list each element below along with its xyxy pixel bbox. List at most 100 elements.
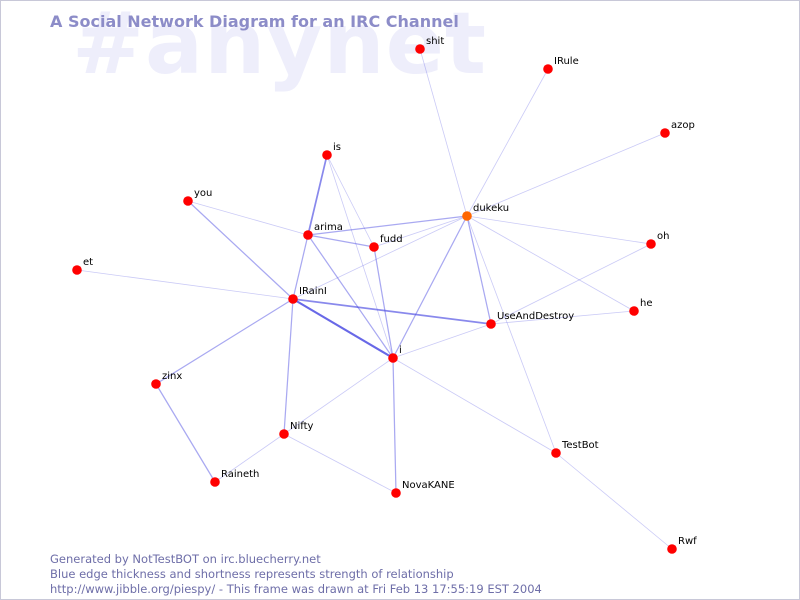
node-label-Raineth: Raineth [221,469,259,480]
edge-layer [76,48,673,550]
edge-IRule-dukeku [466,68,549,217]
footer-link-timestamp: http://www.jibble.org/piespy/ - This fra… [50,582,542,596]
node-dukeku: dukeku [462,203,509,221]
node-label-zinx: zinx [162,371,182,382]
edge-azop-dukeku [466,132,666,217]
edge-i-TestBot [392,357,557,454]
node-dot-zinx [151,379,161,389]
node-TestBot: TestBot [551,440,599,458]
node-dot-TestBot [551,448,561,458]
node-label-shit: shit [426,36,444,47]
node-label-fudd: fudd [380,234,403,245]
edge-UseAndDestroy-he [490,310,635,325]
edge-i-UseAndDestroy [392,323,492,359]
edge-you-IRainI [187,200,294,300]
node-IRainI: IRainI [288,286,327,304]
node-label-Rwf: Rwf [678,536,697,547]
node-label-i: i [399,345,402,356]
edge-dukeku-fudd [373,215,468,248]
node-dot-azop [660,128,670,138]
node-fudd: fudd [369,234,403,252]
edge-et-IRainI [76,269,294,300]
edge-dukeku-UseAndDestroy [466,215,492,325]
edge-you-arima [187,200,309,236]
edge-dukeku-TestBot [466,215,557,454]
node-label-oh: oh [657,231,669,242]
edge-arima-fudd [307,234,375,248]
edge-IRainI-UseAndDestroy [292,298,492,325]
node-UseAndDestroy: UseAndDestroy [486,311,574,329]
node-dot-he [629,306,639,316]
node-Nifty: Nifty [279,421,314,439]
node-label-et: et [83,257,93,268]
node-you: you [183,188,212,206]
edge-i-Nifty [283,357,394,435]
node-he: he [629,298,653,316]
node-label-Nifty: Nifty [290,421,314,432]
node-dot-oh [646,239,656,249]
node-dot-Nifty [279,429,289,439]
node-dot-Rwf [667,544,677,554]
node-azop: azop [660,120,695,138]
node-dot-NovaKANE [391,488,401,498]
node-dot-IRule [543,64,553,74]
node-dot-Raineth [210,477,220,487]
edge-dukeku-oh [466,215,652,245]
node-label-you: you [194,188,212,199]
node-label-NovaKANE: NovaKANE [402,480,455,491]
node-label-is: is [333,142,341,153]
node-dot-is [322,150,332,160]
edge-is-i [326,154,394,359]
edge-dukeku-IRainI [292,215,468,300]
node-label-dukeku: dukeku [473,203,509,214]
node-Rwf: Rwf [667,536,697,554]
node-Raineth: Raineth [210,469,259,487]
node-arima: arima [303,222,343,240]
node-dot-fudd [369,242,379,252]
node-dot-IRainI [288,294,298,304]
edge-IRainI-zinx [155,298,294,385]
edge-Nifty-NovaKANE [283,433,397,494]
node-i: i [388,345,402,363]
edge-arima-IRainI [292,234,309,300]
node-oh: oh [646,231,669,249]
node-is: is [322,142,341,160]
node-label-IRule: IRule [554,56,579,67]
node-label-TestBot: TestBot [561,440,599,451]
edge-IRainI-Nifty [283,298,294,435]
edge-IRainI-i [291,297,395,360]
edge-Nifty-Raineth [214,433,285,483]
node-et: et [72,257,93,275]
footer-legend: Blue edge thickness and shortness repres… [50,567,454,581]
node-label-azop: azop [671,120,695,131]
node-label-arima: arima [314,222,343,233]
edge-shit-dukeku [419,48,468,217]
node-dot-arima [303,230,313,240]
node-dot-i [388,353,398,363]
edge-zinx-Raineth [155,383,216,483]
node-IRule: IRule [543,56,579,74]
edge-fudd-i [373,246,394,359]
edge-TestBot-Rwf [555,452,673,550]
node-label-UseAndDestroy: UseAndDestroy [497,311,574,322]
node-dot-you [183,196,193,206]
edge-dukeku-arima [307,215,468,236]
edge-is-fudd [326,154,375,248]
node-label-he: he [640,298,653,309]
edge-is-arima [307,154,328,236]
node-label-IRainI: IRainI [299,286,327,297]
edge-arima-i [307,234,394,359]
footer: Generated by NotTestBOT on irc.bluecherr… [50,552,542,597]
node-dot-UseAndDestroy [486,319,496,329]
edge-UseAndDestroy-oh [490,243,652,325]
footer-generator: Generated by NotTestBOT on irc.bluecherr… [50,552,321,566]
edge-dukeku-he [466,215,635,312]
edge-dukeku-i [392,215,468,359]
node-shit: shit [415,36,444,54]
node-dot-shit [415,44,425,54]
edge-i-NovaKANE [392,357,397,494]
node-zinx: zinx [151,371,182,389]
